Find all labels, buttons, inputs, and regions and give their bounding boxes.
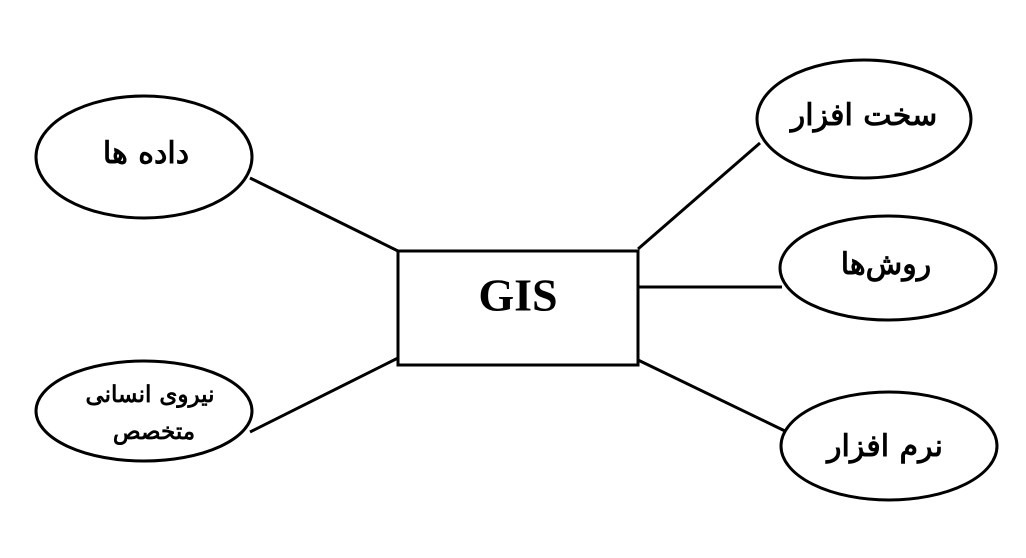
gis-center-box	[396, 249, 640, 367]
connector-software	[637, 358, 786, 433]
node-software: نرم افزار	[779, 390, 999, 502]
node-human: نیروی انسانی متخصص	[34, 359, 254, 463]
node-hardware: سخت افزار	[755, 58, 973, 180]
node-human-ellipse	[34, 359, 254, 463]
node-software-ellipse	[779, 390, 999, 502]
gis-center-label: GIS	[478, 270, 557, 321]
connector-data	[249, 176, 399, 253]
node-data: داده ها	[34, 94, 254, 220]
gis-center-node: GIS	[396, 249, 640, 367]
node-software-label: نرم افزار	[825, 429, 943, 464]
connector-human	[249, 356, 399, 434]
node-human-label-line1: نیروی انسانی	[85, 381, 214, 409]
node-hardware-label: سخت افزار	[789, 98, 937, 133]
node-human-label-line2: متخصص	[113, 418, 195, 446]
node-data-label: داده ها	[103, 136, 189, 171]
node-data-ellipse	[34, 94, 254, 220]
connector-hardware	[637, 141, 761, 251]
node-methods: روش‌ها	[778, 214, 998, 322]
node-methods-label: روش‌ها	[841, 247, 932, 282]
node-hardware-ellipse	[755, 58, 973, 180]
node-methods-ellipse	[778, 214, 998, 322]
